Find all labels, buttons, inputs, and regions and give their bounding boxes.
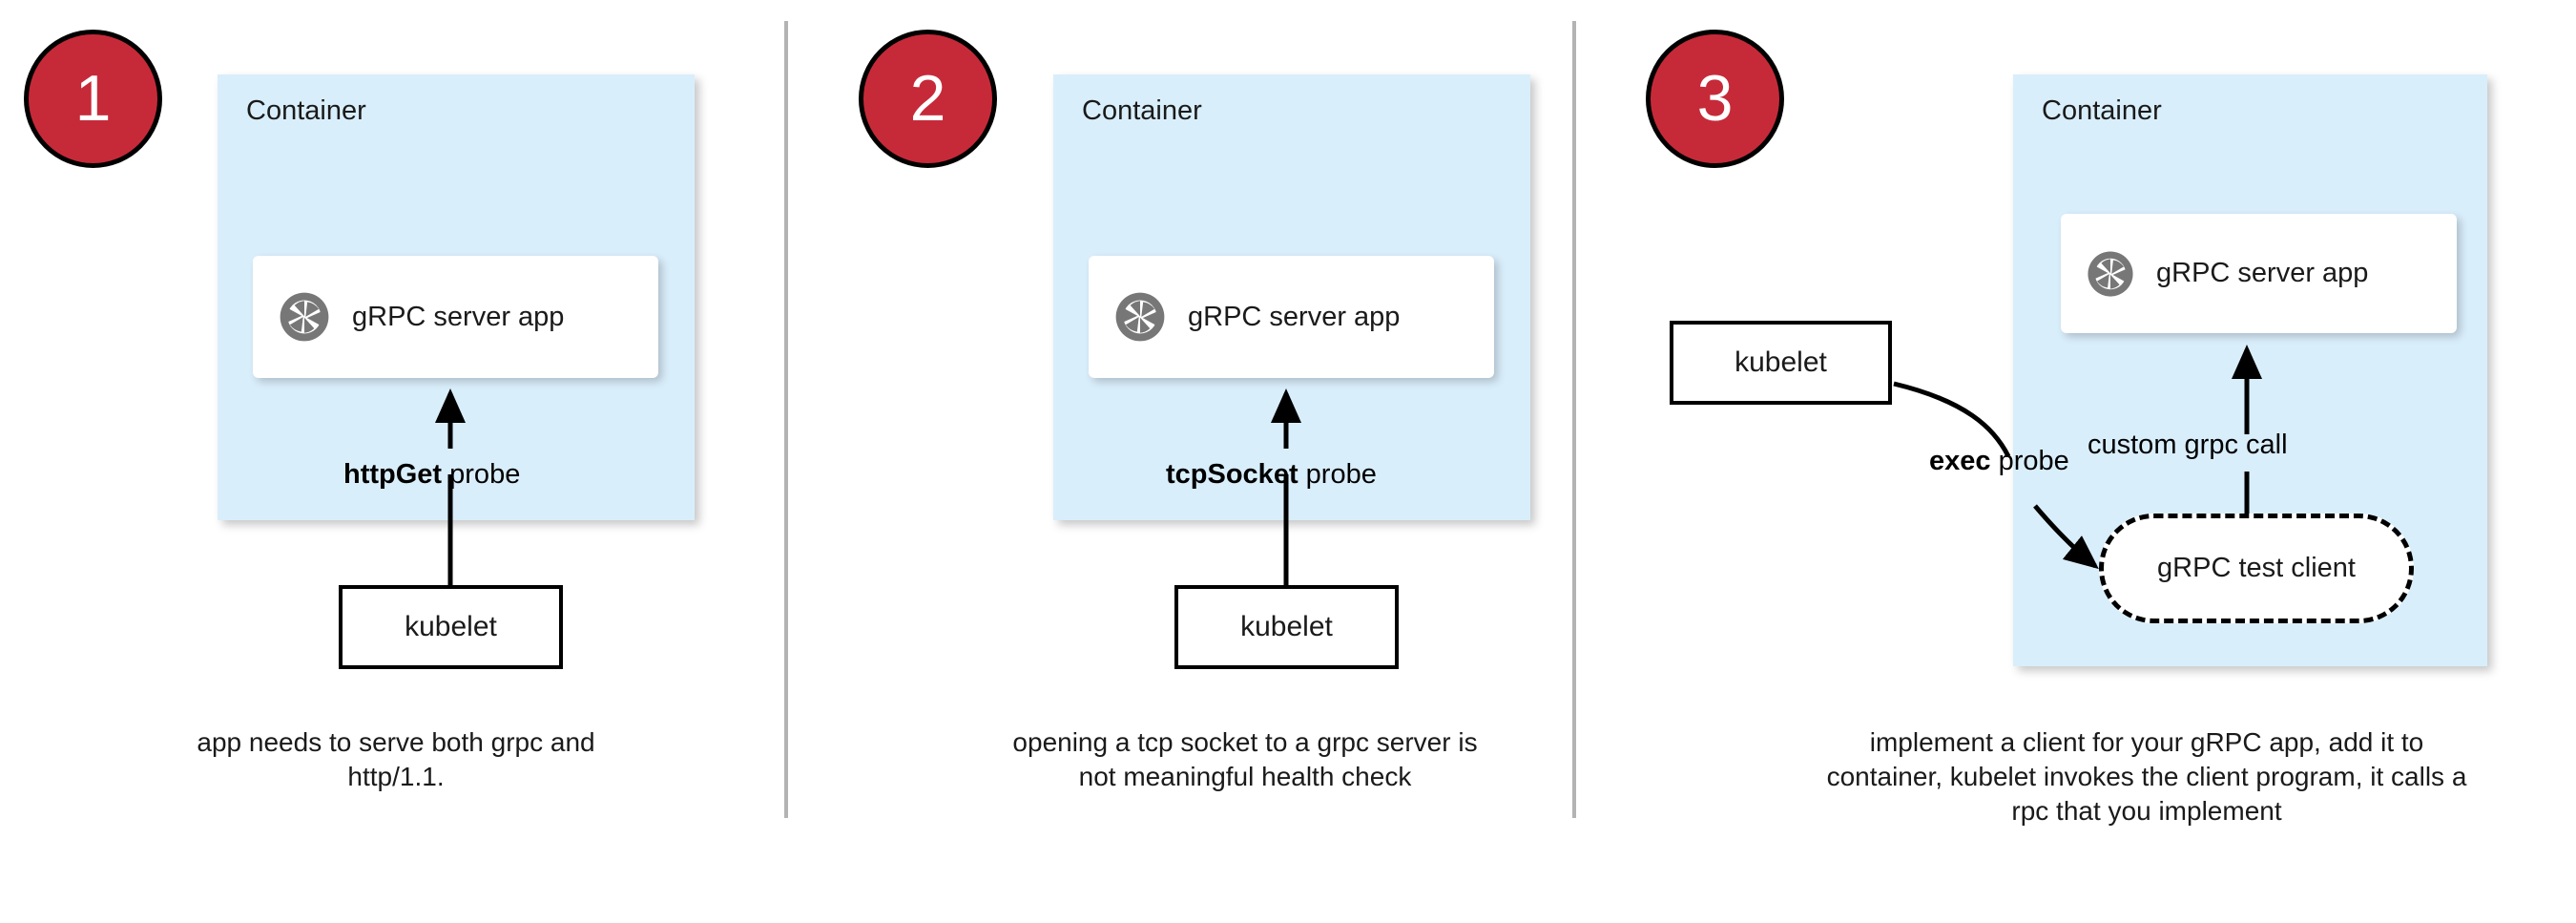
kubelet-label-3: kubelet bbox=[1735, 346, 1827, 378]
edge-label-httpget-probe: httpGet probe bbox=[343, 459, 520, 491]
kubelet-box-2: kubelet bbox=[1174, 585, 1399, 669]
grpc-server-app-label-3: gRPC server app bbox=[2156, 258, 2369, 288]
edge-label-bold-2: tcpSocket bbox=[1166, 459, 1298, 490]
edge-label-exec-probe: exec probe bbox=[1929, 446, 2069, 477]
edge-label-rest-3: probe bbox=[1990, 446, 2069, 476]
grpc-test-client-label: gRPC test client bbox=[2157, 553, 2356, 583]
grpc-server-app-label-2: gRPC server app bbox=[1188, 301, 1401, 332]
grpc-server-app-card-2: gRPC server app bbox=[1089, 256, 1494, 378]
edge-label-bold-1: httpGet bbox=[343, 459, 443, 490]
grpc-aperture-icon bbox=[1113, 290, 1167, 344]
edge-label-bold-3: exec bbox=[1929, 446, 1991, 476]
grpc-server-app-label-1: gRPC server app bbox=[352, 301, 565, 332]
edge-label-rest-2: probe bbox=[1298, 459, 1377, 490]
container-label-3: Container bbox=[2042, 95, 2162, 126]
kubelet-box-3: kubelet bbox=[1670, 321, 1892, 405]
step-badge-3: 3 bbox=[1646, 30, 1784, 168]
kubelet-label-1: kubelet bbox=[405, 611, 497, 642]
edge-label-rest-1: probe bbox=[442, 459, 521, 490]
container-label-1: Container bbox=[246, 95, 366, 126]
step-badge-2: 2 bbox=[859, 30, 997, 168]
panel-divider-1 bbox=[784, 21, 788, 818]
grpc-aperture-icon bbox=[2086, 249, 2135, 299]
container-label-2: Container bbox=[1082, 95, 1202, 126]
panel-caption-1: app needs to serve both grpc and http/1.… bbox=[197, 727, 595, 791]
edge-label-custom-grpc-call: custom grpc call bbox=[2088, 430, 2288, 460]
panel-caption-2: opening a tcp socket to a grpc server is… bbox=[1012, 727, 1478, 791]
grpc-server-app-card-1: gRPC server app bbox=[253, 256, 658, 378]
panel-caption-3: implement a client for your gRPC app, ad… bbox=[1826, 727, 2467, 826]
edge-label-tcpsocket-probe: tcpSocket probe bbox=[1166, 459, 1377, 491]
grpc-aperture-icon bbox=[278, 290, 331, 344]
grpc-server-app-card-3: gRPC server app bbox=[2061, 214, 2457, 333]
kubelet-box-1: kubelet bbox=[339, 585, 563, 669]
step-badge-1: 1 bbox=[24, 30, 162, 168]
grpc-test-client-box: gRPC test client bbox=[2099, 514, 2414, 623]
kubelet-label-2: kubelet bbox=[1240, 611, 1333, 642]
panel-divider-2 bbox=[1572, 21, 1576, 818]
